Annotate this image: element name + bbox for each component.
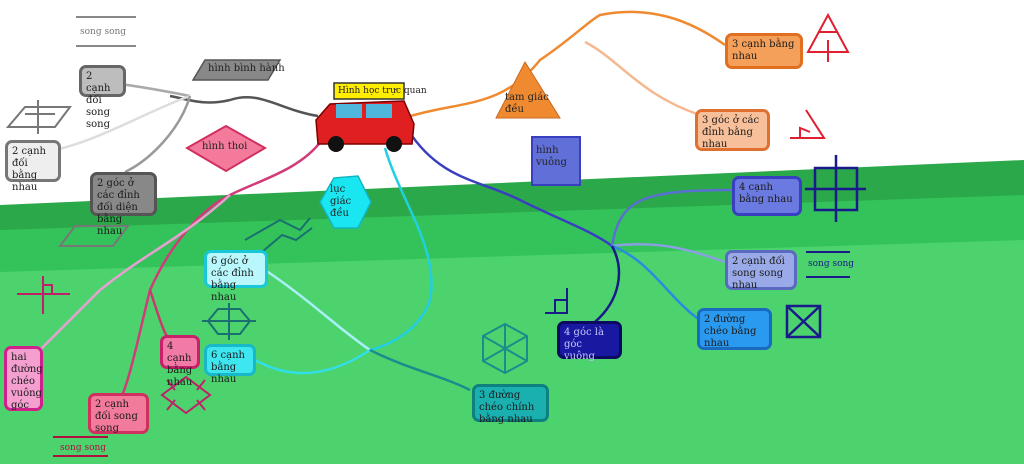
property-node: 3 đường chéo chính bằng nhau: [472, 384, 549, 425]
square-diagonals-icon: [785, 304, 822, 339]
square-shape: [531, 136, 581, 186]
hexagon-ticks-icon: [202, 303, 256, 340]
song-song-bottom-label: song song: [60, 443, 107, 453]
song-song-right-label: song song: [808, 259, 855, 269]
property-node: 2 cạnh đối bằng nhau: [5, 140, 61, 193]
rhombus-shape: [184, 124, 268, 173]
property-node: 3 góc ở các đỉnh bằng nhau: [695, 109, 770, 151]
connectors: [39, 10, 733, 401]
property-node: 6 cạnh bằng nhau: [204, 344, 256, 385]
car-illustration: [315, 82, 415, 152]
doodle-icons: [5, 12, 866, 457]
property-node: 2 cạnh đối song song: [79, 65, 126, 130]
hexagon-diagonals-icon: [482, 322, 528, 375]
right-angle-icon: [545, 288, 568, 314]
hexagon-angles-icon: [244, 217, 313, 253]
property-node: 4 cạnh bằng nhau: [732, 176, 802, 216]
property-node: 2 đường chéo bằng nhau: [697, 308, 772, 350]
parallelogram-label: hình bình hành: [208, 63, 285, 74]
square-label: hình vuông: [536, 145, 567, 168]
property-node: 2 góc ở các đỉnh đối diện bằng nhau: [90, 172, 157, 237]
triangle-shape: [495, 60, 561, 119]
song-song-top-label: song song: [80, 27, 127, 37]
square-ticks-icon: [805, 155, 866, 222]
parallel-lines-top-icon: [76, 16, 136, 47]
hexagon-shape: [319, 175, 372, 229]
property-node: 4 cạnh bằng nhau: [160, 335, 200, 388]
property-node: 2 cạnh đối song song: [88, 393, 149, 434]
parallel-lines-right-icon: [806, 251, 850, 278]
perpendicular-icon: [17, 276, 70, 314]
property-node: 2 cạnh đối song song nhau: [725, 250, 797, 291]
property-node: 6 góc ở các đỉnh bằng nhau: [204, 250, 268, 303]
rhombus-label: hình thoi: [202, 141, 248, 152]
triangle-ticks-icon: [806, 12, 850, 62]
hexagon-label: lục giác đều: [330, 184, 352, 219]
parallelogram-angles-icon: [58, 225, 130, 247]
triangle-label: tam giác đều: [505, 92, 549, 115]
parallel-lines-bottom-icon: [53, 436, 108, 457]
center-title: Hình học trực quan: [338, 86, 427, 96]
rhombus-ticks-icon: [160, 375, 212, 415]
property-node: 4 góc là góc vuông: [557, 321, 622, 362]
property-node: hai đường chéo vuông góc: [4, 346, 43, 411]
property-node: 3 cạnh bằng nhau: [725, 33, 803, 69]
parallelogram-ticks-icon: [5, 100, 72, 134]
triangle-angle-icon: [790, 109, 826, 139]
parallelogram-shape: [191, 59, 282, 81]
